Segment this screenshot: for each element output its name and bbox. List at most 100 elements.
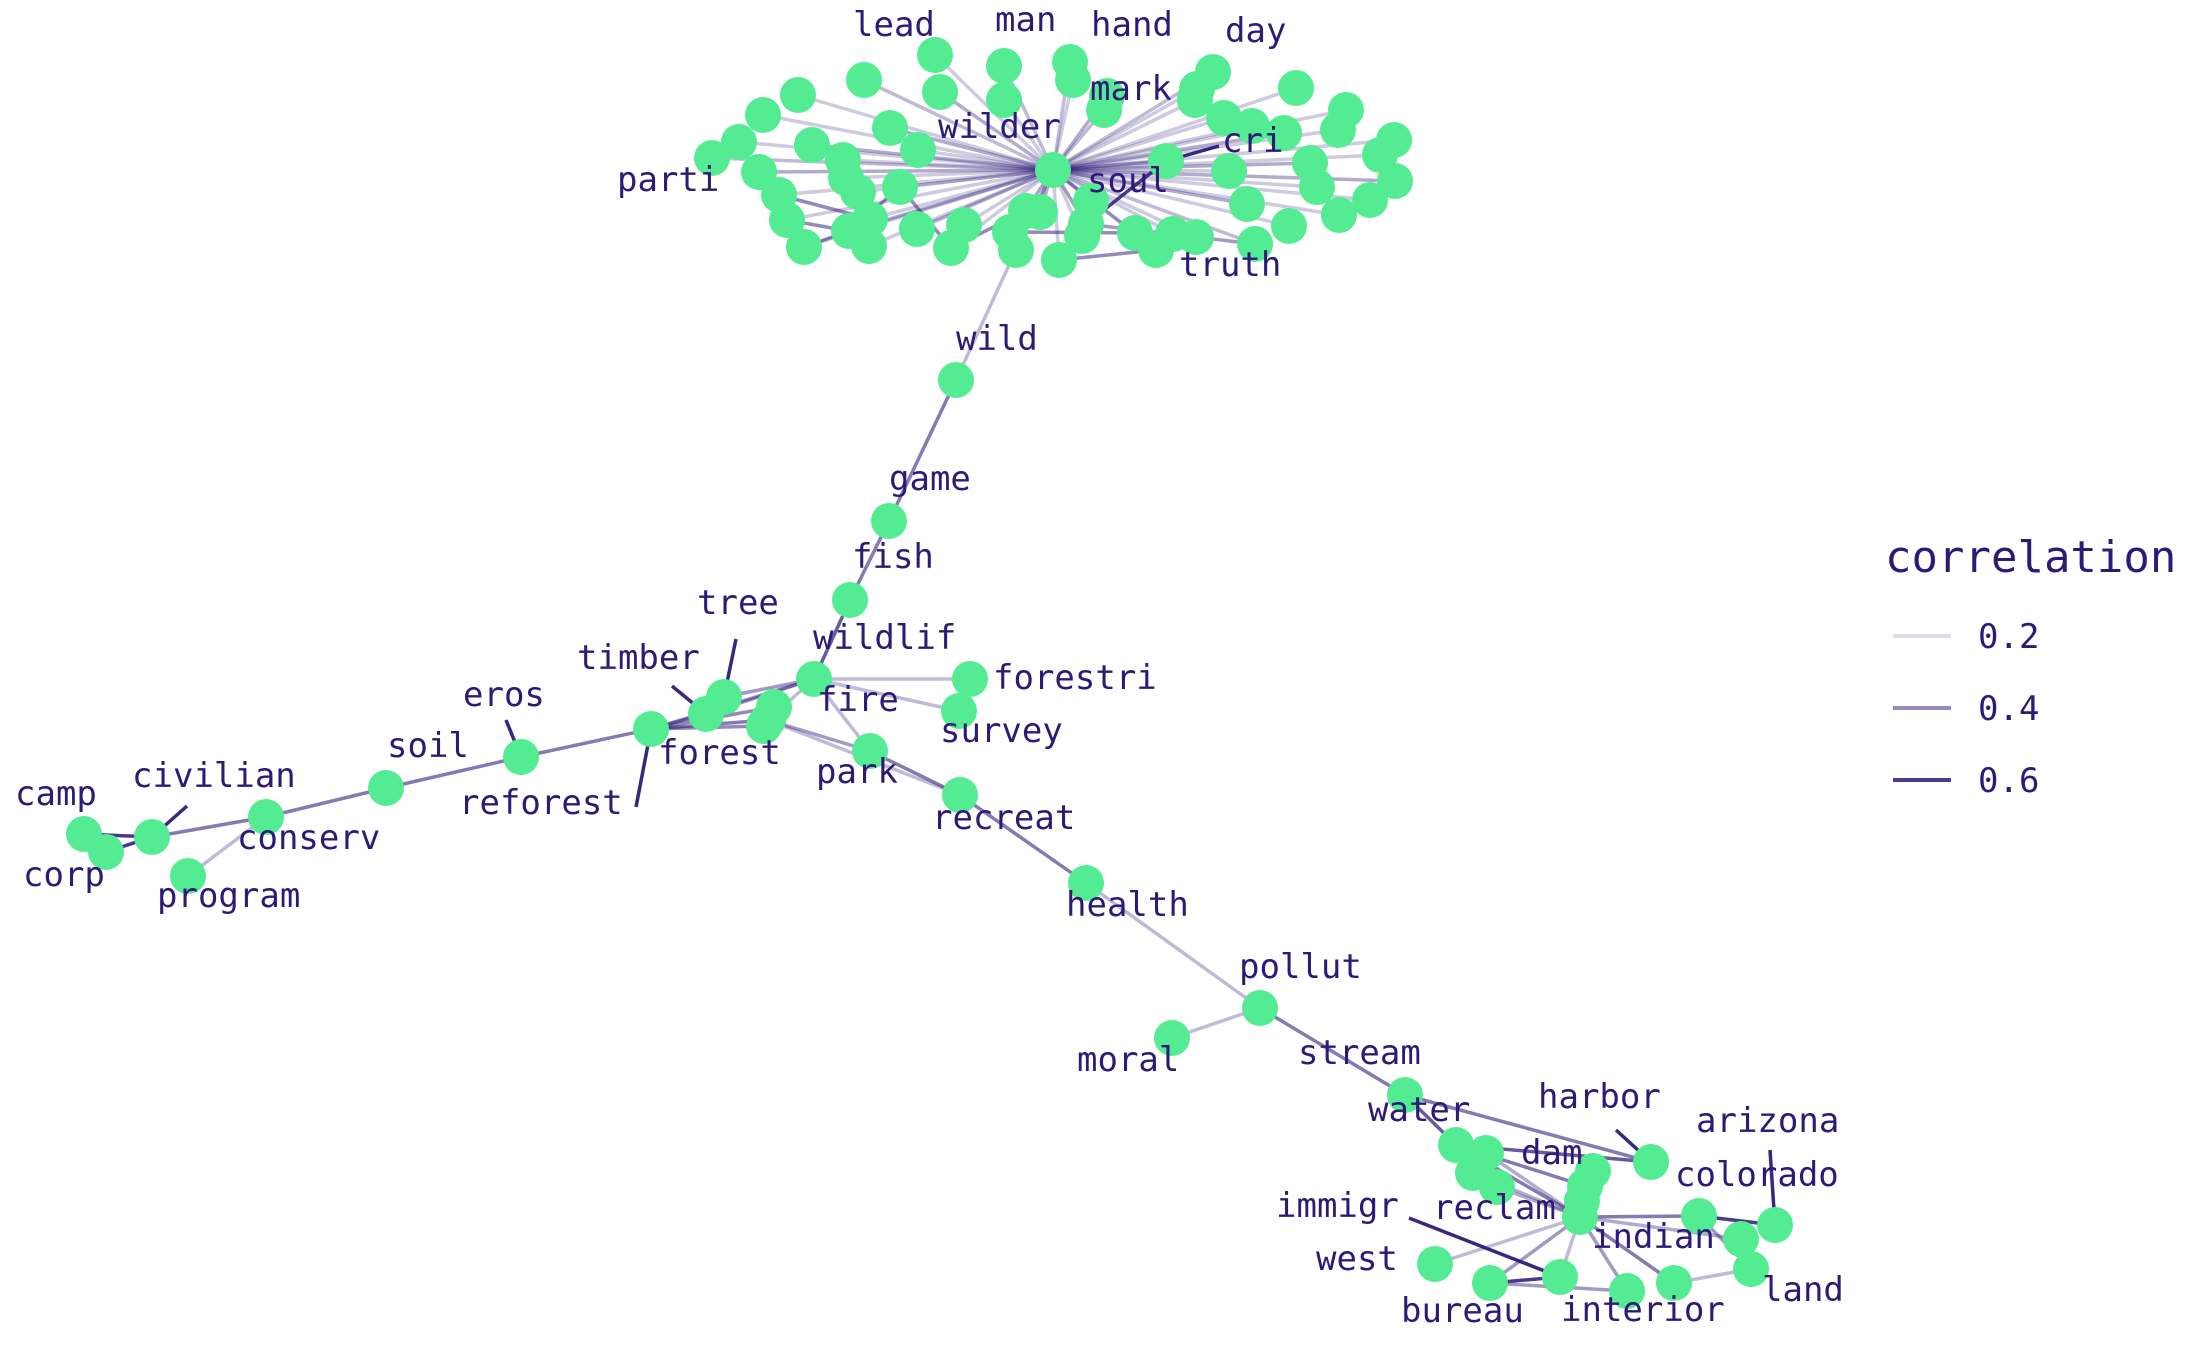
edge-wilder-cluster-9 xyxy=(1052,86,1297,172)
label-program: program xyxy=(157,876,300,916)
label-arizona: arizona xyxy=(1696,1101,1839,1141)
edge-wilder-cluster-14 xyxy=(1052,168,1230,173)
edge-wilder-cluster-18 xyxy=(1052,168,1340,217)
node-land xyxy=(1733,1251,1769,1287)
label-wildlif: wildlif xyxy=(813,618,956,658)
node-harbor xyxy=(1633,1144,1669,1180)
node-cri xyxy=(1148,143,1184,179)
legend-label-0-4: 0.4 xyxy=(1978,689,2039,729)
label-west: west xyxy=(1316,1239,1398,1279)
edge-wilder-cluster-43 xyxy=(797,93,1054,172)
label-timber: timber xyxy=(577,638,700,678)
node-game xyxy=(871,503,907,539)
node-cluster-6 xyxy=(1206,100,1242,136)
node-cluster-11 xyxy=(1320,112,1356,148)
edge-wilder-man xyxy=(1002,65,1055,171)
node-colorado xyxy=(1681,1198,1717,1234)
edge-wild-game xyxy=(887,379,958,522)
label-park: park xyxy=(816,752,898,792)
label-corp: corp xyxy=(23,855,105,895)
label-dam: dam xyxy=(1521,1133,1582,1173)
edge-soil-conserv xyxy=(265,786,387,819)
edge-wilder-truth xyxy=(1052,168,1256,246)
label-stream: stream xyxy=(1298,1033,1421,1073)
node-civilian xyxy=(134,819,170,855)
label-wilder: wilder xyxy=(938,107,1061,147)
node-cluster-8 xyxy=(1266,115,1302,151)
edge-wildlif-survey xyxy=(813,677,960,713)
edge-wilder-cluster-49 xyxy=(917,148,1054,172)
node-pollut xyxy=(1242,990,1278,1026)
node-recreat xyxy=(942,777,978,813)
edge-wilder-cluster-33 xyxy=(899,168,1054,189)
edge-wilder-cluster-32 xyxy=(916,168,1054,231)
node-cluster-36 xyxy=(831,213,867,249)
node-program xyxy=(170,858,206,894)
edge-stream-harbor xyxy=(1404,1093,1652,1164)
edge-wilder-cluster-37 xyxy=(786,168,1054,222)
node-cluster-33 xyxy=(882,169,918,205)
node-cluster-48 xyxy=(872,110,908,146)
node-cluster-16 xyxy=(1229,186,1265,222)
node-cluster-0 xyxy=(922,74,958,110)
node-man xyxy=(986,48,1022,84)
node-cluster-19 xyxy=(1352,182,1388,218)
label-moral: moral xyxy=(1077,1040,1179,1080)
edge-wilder-cluster-0 xyxy=(939,90,1054,172)
label-tree: tree xyxy=(697,583,779,623)
label-parti: parti xyxy=(617,160,719,200)
edge-wilder-cluster-45 xyxy=(842,158,1054,172)
legend-label-0-2: 0.2 xyxy=(1978,617,2039,657)
node-soil xyxy=(368,770,404,806)
node-eros xyxy=(503,739,539,775)
label-recreat: recreat xyxy=(932,798,1075,838)
node-corp xyxy=(88,834,124,870)
node-cluster-52 xyxy=(1022,194,1058,230)
node-conserv xyxy=(248,799,284,835)
node-hand xyxy=(1052,44,1088,80)
edge-pollut-stream xyxy=(1259,1006,1406,1097)
label-forestri: forestri xyxy=(993,658,1157,698)
node-fish xyxy=(832,582,868,618)
node-cluster-17 xyxy=(1271,208,1307,244)
node-fire xyxy=(750,702,786,738)
leader-immigr xyxy=(1408,1216,1561,1279)
node-cluster-49 xyxy=(900,132,936,168)
label-camp: camp xyxy=(15,774,97,814)
label-health: health xyxy=(1066,885,1189,925)
edge-reclam-indian xyxy=(1578,1215,1676,1285)
node-west xyxy=(1417,1246,1453,1282)
node-interior xyxy=(1609,1273,1645,1309)
edge-recreat-health xyxy=(958,793,1088,885)
label-harbor: harbor xyxy=(1538,1077,1661,1117)
label-immigr: immigr xyxy=(1276,1186,1399,1226)
edge-reclam-cluster-5 xyxy=(1579,1215,1742,1241)
edge-wilder-cluster-41 xyxy=(738,140,1054,172)
label-indian: indian xyxy=(1592,1217,1715,1257)
edge-reclam-colorado xyxy=(1579,1214,1700,1219)
edge-wilder-cluster-10 xyxy=(1052,108,1347,172)
node-cluster-26 xyxy=(1041,242,1077,278)
node-mark xyxy=(1086,92,1122,128)
node-cluster-7 xyxy=(1234,108,1270,144)
label-fish: fish xyxy=(852,537,934,577)
legend-label-0-6: 0.6 xyxy=(1978,761,2039,801)
label-eros: eros xyxy=(463,675,545,715)
node-cluster-22 xyxy=(1362,137,1398,173)
node-lead xyxy=(846,62,882,98)
label-day: day xyxy=(1225,11,1286,51)
node-cluster-32 xyxy=(899,211,935,247)
node-forest xyxy=(633,711,669,747)
edge-wilder-cluster-13 xyxy=(1052,168,1318,189)
label-man: man xyxy=(995,0,1056,40)
node-water xyxy=(1438,1127,1474,1163)
node-cluster-39 xyxy=(786,229,822,265)
edge-eros-soil xyxy=(385,755,522,790)
node-forestri xyxy=(952,661,988,697)
label-colorado: colorado xyxy=(1675,1155,1839,1195)
edge-wilder-cluster-35 xyxy=(869,168,1054,221)
node-cluster-28 xyxy=(998,232,1034,268)
edge-wilder-lead xyxy=(863,78,1054,172)
node-survey xyxy=(941,693,977,729)
node-parti xyxy=(694,140,730,176)
